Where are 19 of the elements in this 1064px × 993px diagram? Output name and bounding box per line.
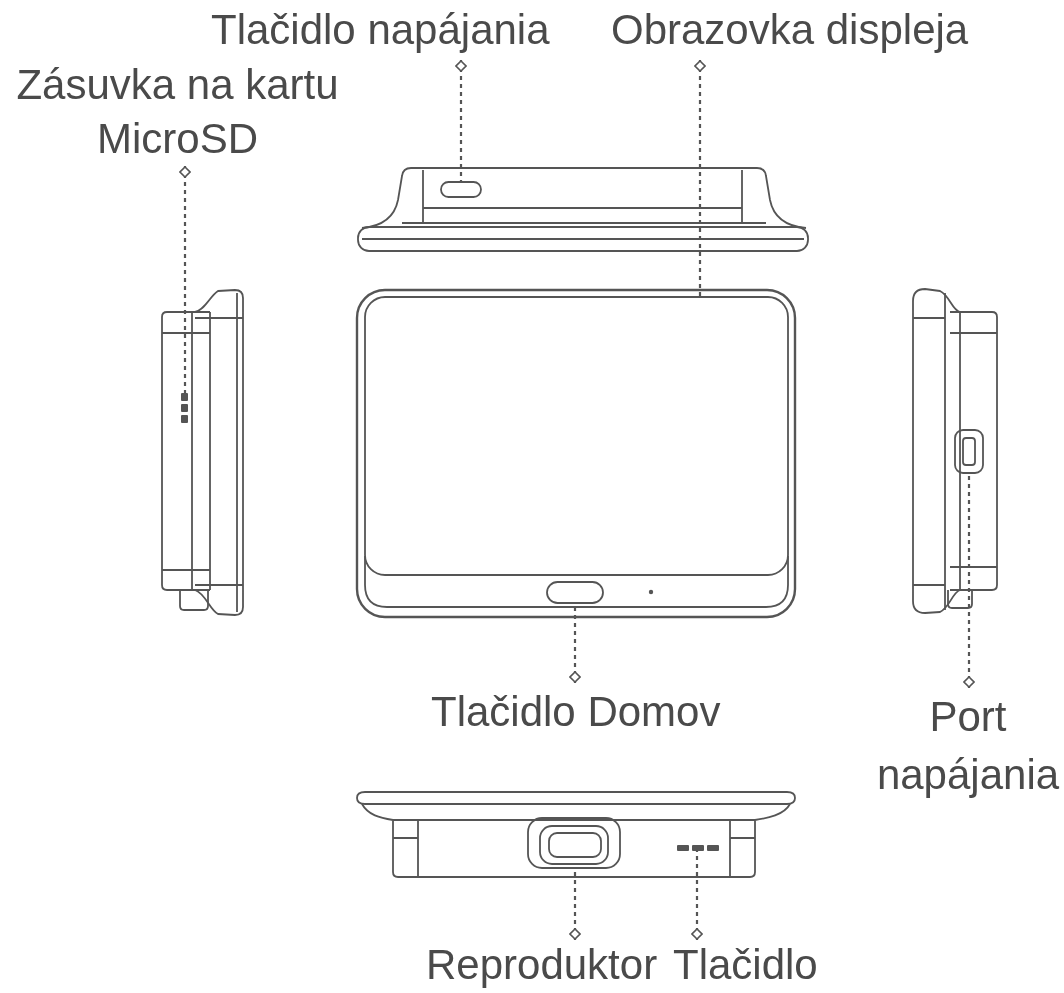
callout-label: Tlačidlo (673, 940, 818, 991)
speaker-grille (527, 817, 621, 869)
callout-label: Port napájania (868, 688, 1064, 804)
callout-label: Tlačidlo Domov (431, 683, 721, 742)
power-port (954, 429, 984, 474)
callout-label: Reproduktor (426, 940, 658, 991)
leader-line (691, 851, 703, 940)
slotted-button (677, 845, 719, 851)
power-button (440, 181, 482, 198)
leader-line (179, 166, 191, 393)
home-button (546, 581, 604, 604)
leader-line (694, 60, 706, 297)
leader-line (963, 473, 975, 688)
leader-line (455, 60, 467, 182)
callout-label: Obrazovka displeja (611, 1, 969, 60)
display-screen (364, 296, 789, 576)
callout-label: Zásuvka na kartu MicroSD (5, 58, 350, 166)
callout-label: Tlačidlo napájania (211, 1, 550, 60)
microsd-slot (181, 393, 188, 423)
